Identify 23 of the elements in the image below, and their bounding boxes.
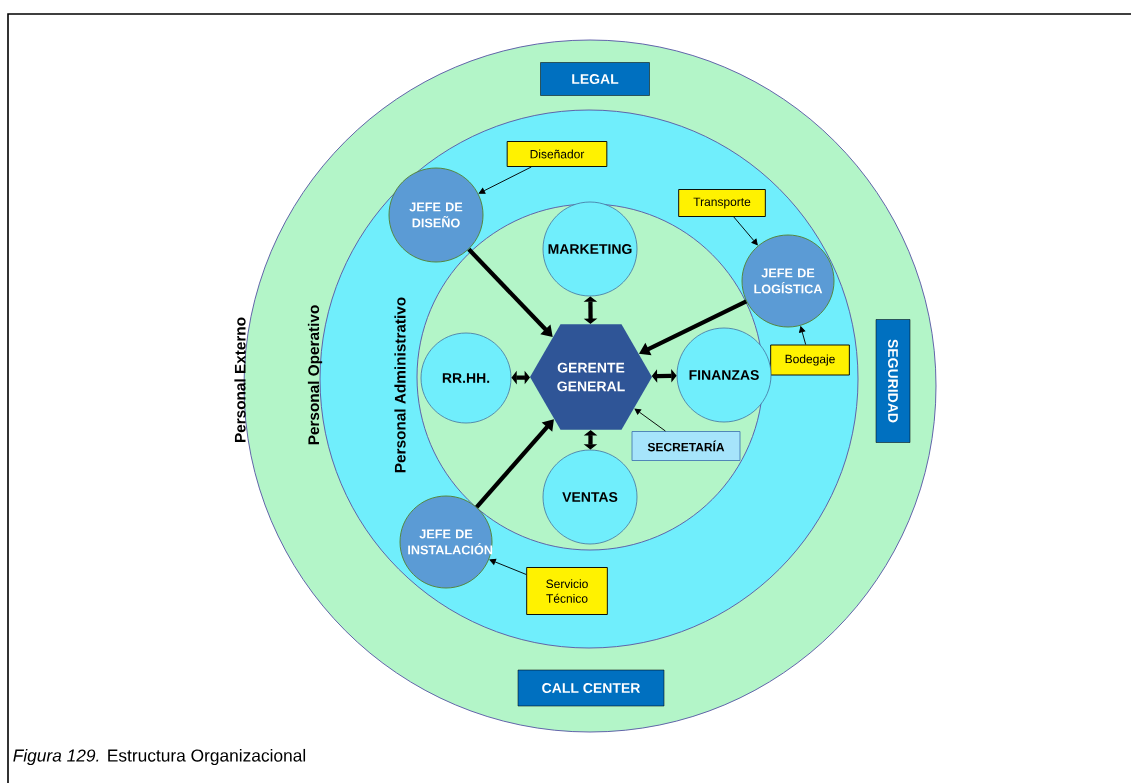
figure-caption: Figura 129. Estructura Organizacional [13,748,306,766]
arrow [475,419,554,509]
note-box: Bodegaje [770,344,850,376]
arrow [634,408,666,432]
arrow [799,326,807,345]
arrow [583,296,598,324]
note-box: Transporte [678,189,766,217]
note-box: Diseñador [506,141,608,167]
note-box: SECRETARÍA [631,431,741,461]
manager-hexagon: GERENTE GENERAL [530,324,652,430]
label-box: CALL CENTER [517,669,665,707]
node-label: Personal Administrativo [394,297,406,473]
arrow [478,166,532,194]
node-label: Personal Externo [234,317,246,443]
arrow [467,247,553,337]
arrow [511,370,530,385]
label-box: SEGURIDAD [875,319,911,443]
arrow [583,430,598,450]
label-box: LEGAL [540,62,650,96]
arrow [733,216,758,246]
arrow [489,558,527,575]
note-box: Servicio Técnico [526,567,608,615]
node-label: Personal Operativo [307,305,323,445]
